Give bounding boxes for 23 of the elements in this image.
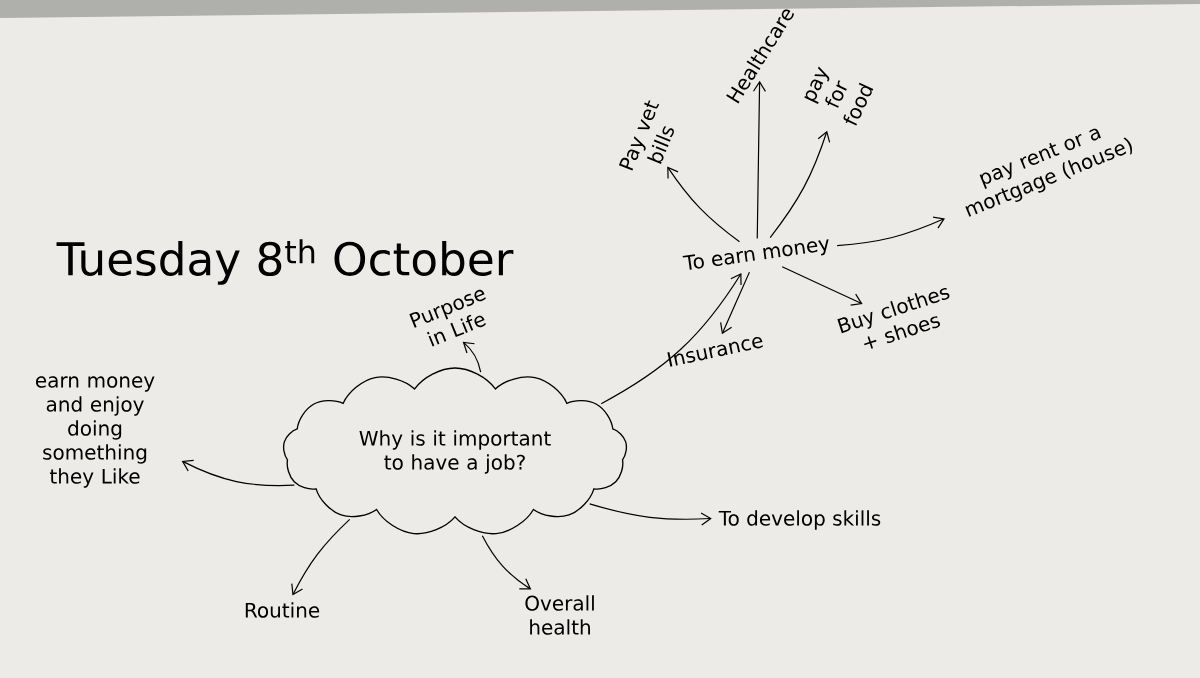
arrow xyxy=(291,518,351,596)
branch-text: To earn money xyxy=(682,239,829,270)
arrow xyxy=(481,535,532,590)
thought-cloud: Why is it important to have a job? xyxy=(282,367,628,535)
arrow xyxy=(589,503,712,526)
arrow xyxy=(667,166,741,243)
arrow xyxy=(752,80,767,240)
branch-text: Overall health xyxy=(525,595,594,635)
arrow xyxy=(181,459,295,487)
branch-text: Routine xyxy=(245,602,320,618)
branch-text: Insurance xyxy=(667,336,763,367)
branch-text: Pay vet bills xyxy=(618,100,674,171)
arrow xyxy=(781,266,863,306)
arrow xyxy=(769,130,831,239)
branch-text: earn money and enjoy doing something they Like xyxy=(35,376,155,488)
arrow xyxy=(720,271,751,335)
arrow xyxy=(600,273,742,405)
arrow xyxy=(836,216,945,247)
branch-text: pay for food xyxy=(804,66,874,126)
branch-text: To develop skills xyxy=(718,510,881,530)
heading: Tuesday 8$^{th}$ October xyxy=(56,239,514,285)
arrow xyxy=(462,341,482,373)
branch-text: Buy clothes + shoes xyxy=(837,288,950,349)
